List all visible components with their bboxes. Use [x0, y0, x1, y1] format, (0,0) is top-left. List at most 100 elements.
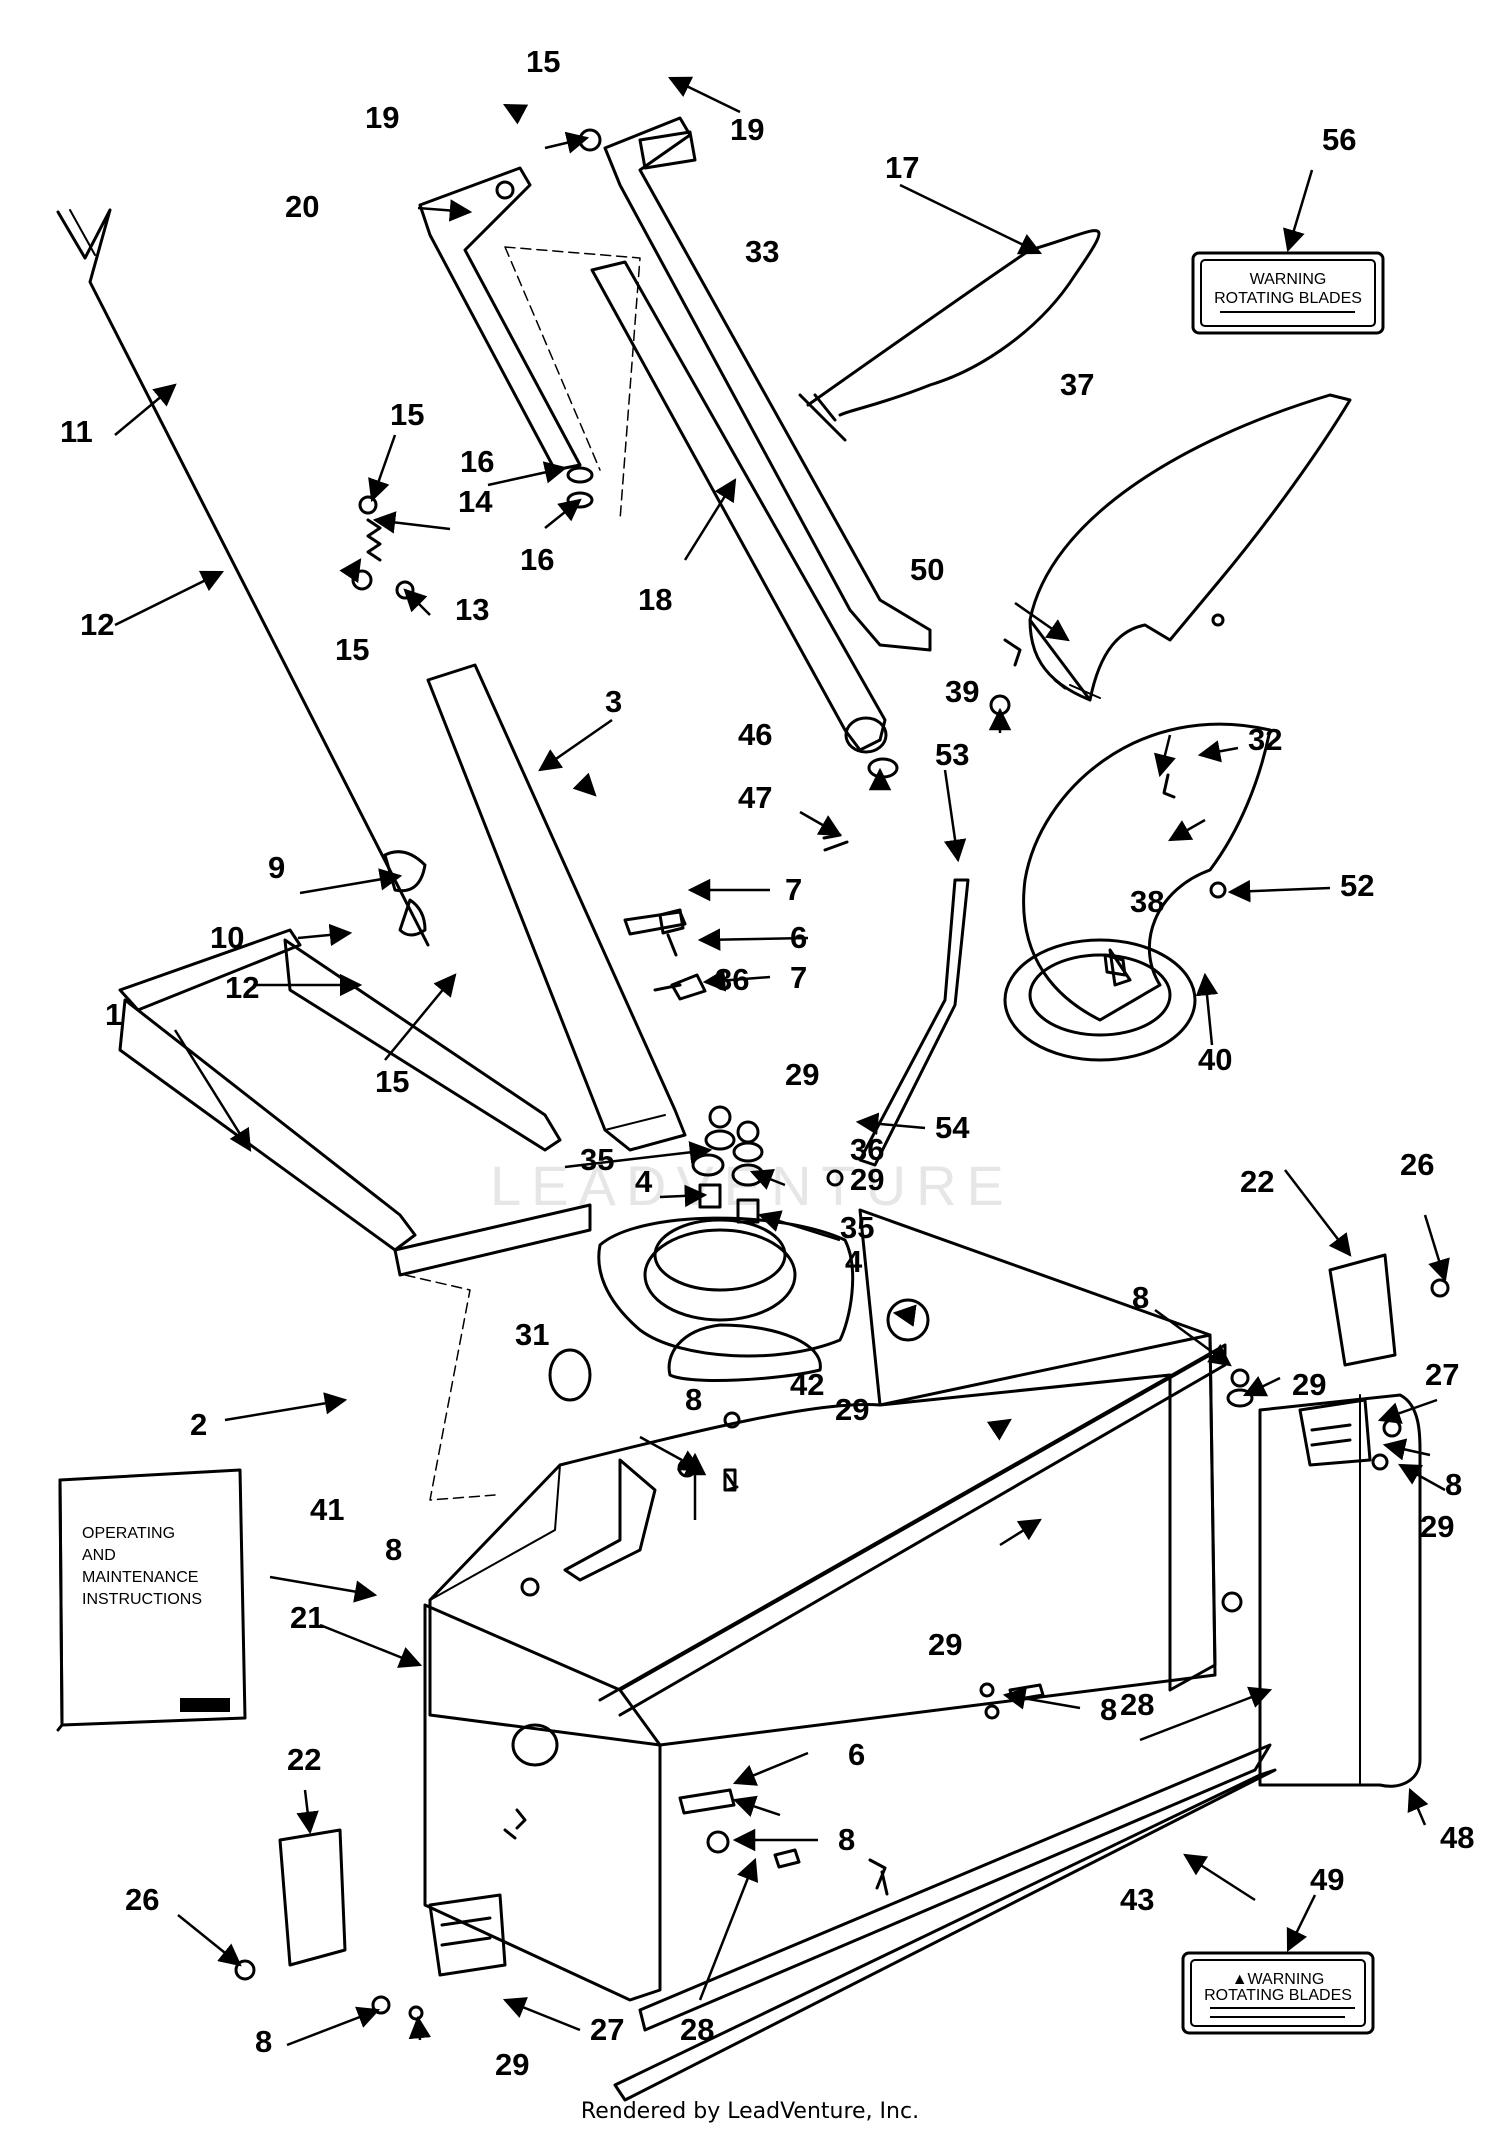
callout-19-left: 19 [365, 100, 399, 135]
part-handle-tube [426, 663, 687, 1152]
decal-bottom-inner [1190, 1959, 1366, 2027]
decal-bottom-frame [1181, 1951, 1375, 2035]
cable-clamp [798, 393, 847, 442]
callout-54: 54 [935, 1110, 970, 1145]
callout-39: 39 [945, 674, 979, 709]
decal-bottom-title: ▲WARNING [1232, 1971, 1325, 1988]
dash-guide-upper [504, 246, 641, 521]
callout-7-lower: 7 [790, 960, 807, 995]
decal-fine-print [1210, 311, 1355, 2018]
decal-top-subtitle: ROTATING BLADES [1214, 290, 1362, 307]
callout-12-upper: 12 [80, 607, 114, 642]
callout-17: 17 [885, 150, 919, 185]
callout-labels: 1 2 3 4 4 6 6 7 7 8 8 8 8 8 8 8 9 10 11 … [60, 44, 1474, 2082]
callout-49: 49 [1310, 1862, 1344, 1897]
callout-29-f: 29 [928, 1627, 962, 1662]
callout-4-lower: 4 [845, 1244, 863, 1279]
callout-35-left: 35 [580, 1142, 614, 1177]
callout-14: 14 [458, 484, 493, 519]
manual-line-4: INSTRUCTIONS [82, 1591, 202, 1608]
decal-top-inner [1200, 259, 1376, 327]
manual-line-2: AND [82, 1547, 116, 1564]
callout-35-right: 35 [840, 1210, 874, 1245]
callout-4-upper: 4 [635, 1164, 653, 1199]
callout-20: 20 [285, 189, 319, 224]
callout-29-g: 29 [495, 2047, 529, 2082]
footer-credit: Rendered by LeadVenture, Inc. [581, 2099, 919, 2124]
callout-50: 50 [910, 552, 944, 587]
callout-56: 56 [1322, 122, 1356, 157]
callout-16-upper: 16 [460, 444, 494, 479]
part-skid-shoe-left [428, 1893, 507, 1977]
part-cable [806, 229, 1101, 417]
callout-19-right: 19 [730, 112, 764, 147]
callout-27-left: 27 [590, 2012, 624, 2047]
callout-47: 47 [738, 780, 772, 815]
part-housing [423, 1208, 1227, 2002]
part-crank-link [858, 878, 970, 1167]
callout-6-upper: 6 [790, 920, 807, 955]
callout-43: 43 [1120, 1882, 1154, 1917]
decal-bottom-subtitle: ROTATING BLADES [1204, 1987, 1352, 2004]
callout-32: 32 [1248, 722, 1282, 757]
callout-22-left: 22 [287, 1742, 321, 1777]
callout-26-left: 26 [125, 1882, 159, 1917]
callout-8-g: 8 [1445, 1467, 1462, 1502]
part-ring-flange [597, 1216, 855, 1358]
part-skid-shoe-right [1298, 1398, 1372, 1467]
callout-21: 21 [290, 1600, 324, 1635]
callout-42: 42 [790, 1367, 824, 1402]
callout-12-lower: 12 [225, 970, 259, 1005]
callout-22-right: 22 [1240, 1164, 1274, 1199]
callout-2: 2 [190, 1407, 207, 1442]
callout-40: 40 [1198, 1042, 1232, 1077]
part-scraper [638, 1743, 1272, 2032]
callout-15-b: 15 [390, 397, 424, 432]
callout-29-a: 29 [785, 1057, 819, 1092]
callout-8-e: 8 [838, 1822, 855, 1857]
callout-9: 9 [268, 850, 285, 885]
callout-18: 18 [638, 582, 672, 617]
manual-line-3: MAINTENANCE [82, 1569, 198, 1586]
callout-1: 1 [105, 997, 122, 1032]
callout-28-right: 28 [1120, 1687, 1154, 1722]
part-upper-bracket [418, 166, 582, 472]
callout-15-a: 15 [526, 44, 560, 79]
callout-33: 33 [745, 234, 779, 269]
part-crank-tube [590, 260, 888, 754]
decal-top-frame [1191, 251, 1385, 335]
part-manual [56, 1468, 247, 1732]
callout-7-upper: 7 [785, 872, 802, 907]
part-bearing-plate-left [278, 1828, 347, 1967]
callout-36-upper: 36 [715, 962, 749, 997]
part-chute [1003, 722, 1272, 1062]
callout-11: 11 [60, 414, 93, 449]
callout-31: 31 [515, 1317, 549, 1352]
callout-13: 13 [455, 592, 489, 627]
callout-37: 37 [1060, 367, 1094, 402]
callout-28-left: 28 [680, 2012, 714, 2047]
callout-6-lower: 6 [848, 1737, 865, 1772]
decal-top-title: WARNING [1250, 271, 1327, 288]
callout-36-lower: 36 [850, 1132, 884, 1167]
callout-16-lower: 16 [520, 542, 554, 577]
callout-48: 48 [1440, 1820, 1474, 1855]
part-scraper-edge [613, 1768, 1277, 2102]
part-pivot-frame [118, 928, 592, 1277]
callout-15-d: 15 [375, 1064, 409, 1099]
callout-41: 41 [310, 1492, 344, 1527]
callout-8-f: 8 [255, 2024, 272, 2059]
callout-8-b: 8 [685, 1382, 702, 1417]
part-side-shield [1258, 1393, 1422, 1788]
leader-arrows [114, 76, 1450, 2047]
part-deflector [1028, 393, 1352, 702]
callout-53: 53 [935, 737, 969, 772]
callout-46: 46 [738, 717, 772, 752]
manual-line-1: OPERATING [82, 1525, 175, 1542]
part-handle-rod [56, 208, 430, 947]
callout-26-right: 26 [1400, 1147, 1434, 1182]
callout-29-b: 29 [850, 1162, 884, 1197]
callout-3: 3 [605, 684, 622, 719]
